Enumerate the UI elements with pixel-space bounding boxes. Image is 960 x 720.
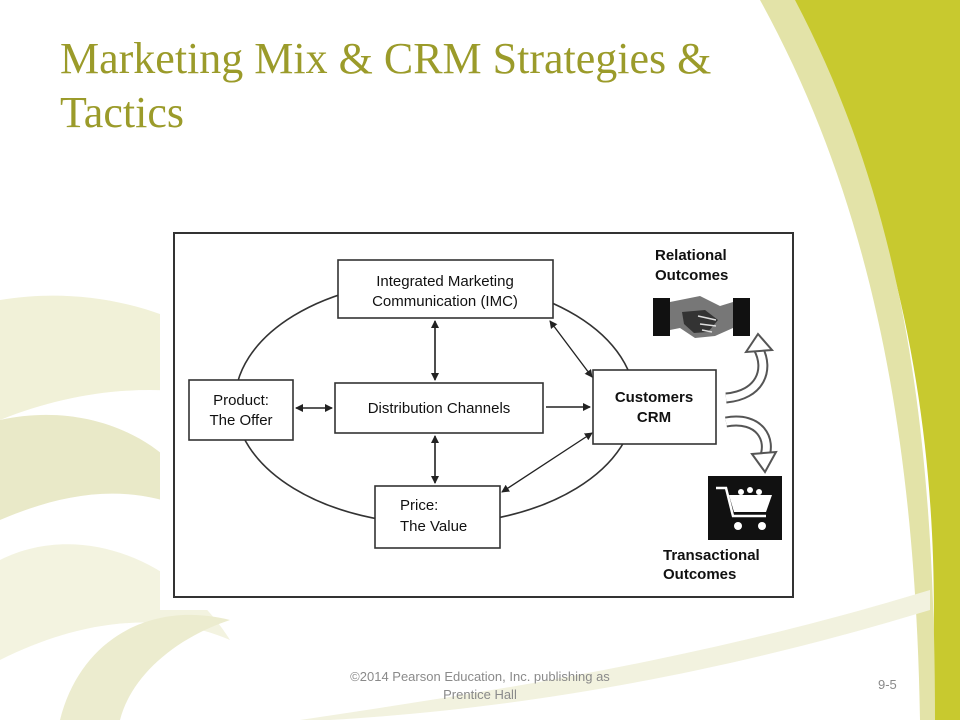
customers-label-line1: Customers [615,389,693,406]
imc-label-line1: Integrated Marketing [376,273,514,290]
distribution-label: Distribution Channels [368,400,511,417]
curved-arrow-down-icon [725,415,778,474]
diagram-canvas: Integrated Marketing Communication (IMC)… [173,232,794,598]
imc-box [337,259,554,319]
distribution-box [334,382,544,434]
transactional-label-line2: Outcomes [663,566,736,583]
imc-label-line2: Communication (IMC) [372,293,518,310]
arrow-imc-customers [549,320,593,378]
transactional-label-line1: Transactional [663,547,760,564]
product-box [188,379,294,441]
arrow-price-customers [501,432,593,493]
curved-arrow-up-icon [725,332,775,404]
product-label-line2: The Offer [209,412,272,429]
customers-label-line2: CRM [637,409,671,426]
relational-label-line1: Relational [655,247,727,264]
shopping-cart-icon [708,476,782,540]
relational-label-line2: Outcomes [655,267,728,284]
price-label-line1: Price: [400,497,438,514]
product-label-line1: Product: [213,392,269,409]
price-box [374,485,501,549]
handshake-icon [653,296,750,338]
price-label-line2: The Value [400,518,467,535]
marketing-mix-diagram: Integrated Marketing Communication (IMC)… [160,220,810,610]
page-number: 9-5 [878,677,897,692]
customers-crm-box [592,369,717,445]
copyright-footer: ©2014 Pearson Education, Inc. publishing… [350,669,610,702]
slide-title: Marketing Mix & CRM Strategies & Tactics [60,34,712,137]
